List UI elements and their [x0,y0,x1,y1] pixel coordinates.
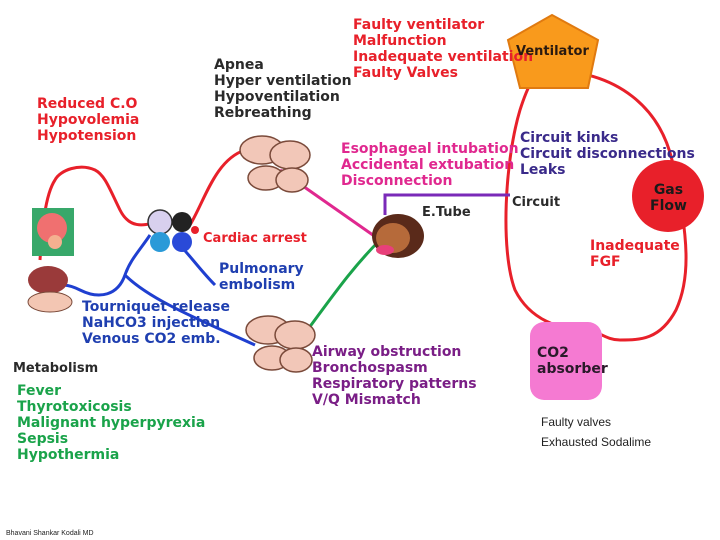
fgf-causes: Inadequate FGF [590,238,680,270]
circuit-cause: Circuit disconnections [520,146,695,162]
breathing-cause: Hyper ventilation [214,73,352,89]
co2-absorber-line: CO2 [537,345,569,361]
co2-absorber-label: CO2 absorber [537,345,608,377]
cardiac-arrest-label: Cardiac arrest [203,231,307,246]
patient-face-icon [372,214,424,258]
metabolism-cause: Hypothermia [17,447,120,463]
venous-cause: Venous CO2 emb. [82,331,221,347]
pulmonary-line [123,273,256,347]
circuit-causes: Circuit kinks Circuit disconnections Lea… [520,130,695,178]
ventilator-label: Ventilator [516,44,589,59]
pulmonary-embolism-line: Pulmonary [219,261,304,277]
breathing-causes: Apnea Hyper ventilation Hypoventilation … [214,57,352,121]
lower-lungs-icon [245,315,316,373]
gas-flow-line: Flow [650,198,687,214]
ventilator-cause: Faulty ventilator [353,17,485,33]
breathing-cause: Rebreathing [214,105,312,121]
airway-cause: V/Q Mismatch [312,392,421,408]
airway-causes: Airway obstruction Bronchospasm Respirat… [312,344,477,408]
circuit-cause: Circuit kinks [520,130,619,146]
metabolism-causes: Fever Thyrotoxicosis Malignant hyperpyre… [17,383,205,463]
airway-cause: Respiratory patterns [312,376,477,392]
circuit-cause: Leaks [520,162,566,178]
breathing-cause: Hypoventilation [214,89,340,105]
intubation-cause: Esophageal intubation [341,141,519,157]
airway-cause: Bronchospasm [312,360,428,376]
circuit-label: Circuit [512,195,561,210]
co2-absorber-line: absorber [537,361,608,377]
absorber-note: Faulty valves [541,415,612,429]
absorber-note: Exhausted Sodalime [541,435,652,449]
pulmonary-embolism-label: Pulmonary embolism [219,261,304,293]
metabolism-cause: Thyrotoxicosis [17,399,132,415]
gas-flow-label: Gas Flow [650,182,687,214]
fgf-cause: FGF [590,254,621,270]
ventilator-cause: Malfunction [353,33,447,49]
gas-flow-line: Gas [653,182,684,198]
breathing-cause: Apnea [214,57,264,73]
intestine-icon [27,291,73,313]
ventilator-causes: Faulty ventilator Malfunction Inadequate… [353,17,533,81]
intubation-causes: Esophageal intubation Accidental extubat… [341,141,519,189]
cardiac-cause: Hypotension [37,128,137,144]
upper-lungs-icon [239,135,311,193]
absorber-notes: Faulty valves Exhausted Sodalime [541,412,651,452]
breathing-circuit-loop [504,68,688,342]
ventilator-cause: Faulty Valves [353,65,458,81]
fgf-cause: Inadequate [590,238,680,254]
heart-to-lungs-line [188,148,246,226]
cardiac-cause: Reduced C.O [37,96,138,112]
intubation-cause: Disconnection [341,173,453,189]
footer-credit: Bhavani Shankar Kodali MD [6,530,94,537]
airway-cause: Airway obstruction [312,344,462,360]
metabolism-cause: Sepsis [17,431,69,447]
pulmonary-embolism-line: embolism [219,277,296,293]
etube-label: E.Tube [422,205,471,220]
ventilator-cause: Inadequate ventilation [353,49,534,65]
metabolism-cause: Malignant hyperpyrexia [17,415,206,431]
cardiac-output-line [38,165,159,261]
venous-causes: Tourniquet release NaHCO3 injection Veno… [82,299,230,347]
metabolism-cause: Fever [17,383,62,399]
intubation-cause: Accidental extubation [341,157,515,173]
liver-icon [28,266,68,294]
metabolism-title: Metabolism [13,361,99,376]
venous-cause: Tourniquet release [82,299,230,315]
gas-flow-circle [632,160,704,232]
brain-icon [32,208,74,256]
circuit-line [383,193,510,215]
ventilator-pentagon [506,13,600,89]
cardiac-causes: Reduced C.O Hypovolemia Hypotension [37,96,139,144]
heart-icon [147,209,199,252]
venous-cause: NaHCO3 injection [82,315,221,331]
airway-line [298,238,382,341]
cardiac-cause: Hypovolemia [37,112,140,128]
co2-absorber-box [530,322,602,400]
